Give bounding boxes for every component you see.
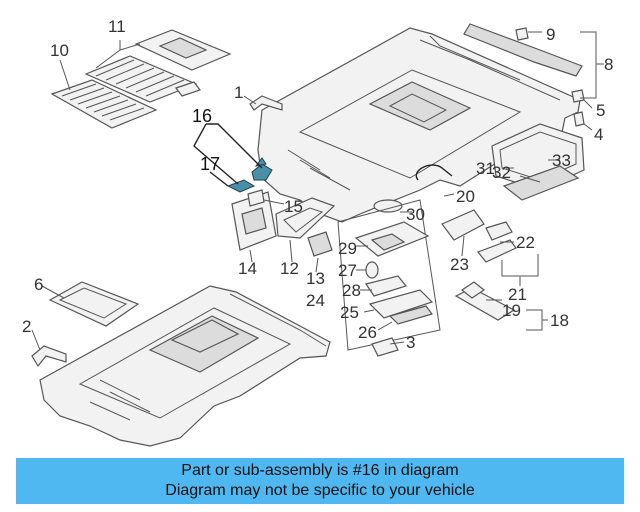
callout-2: 2 xyxy=(22,317,31,336)
grab-handle-20 xyxy=(415,164,453,181)
leader-lines xyxy=(31,31,604,351)
banner-line-1: Part or sub-assembly is #16 in diagram xyxy=(181,462,459,479)
callout-16: 16 xyxy=(192,106,212,126)
callout-23: 23 xyxy=(450,255,469,274)
callout-27: 27 xyxy=(338,261,357,280)
sunroof-glass-6 xyxy=(48,281,140,327)
console-31-33 xyxy=(491,123,585,201)
callout-17: 17 xyxy=(200,154,220,174)
part-30 xyxy=(373,199,403,213)
callout-4: 4 xyxy=(594,125,603,144)
callout-9: 9 xyxy=(546,25,555,44)
banner-line-2: Diagram may not be specific to your vehi… xyxy=(165,482,475,499)
callout-28: 28 xyxy=(342,281,361,300)
callout-5: 5 xyxy=(596,101,605,120)
callout-21: 21 xyxy=(508,285,527,304)
bracket-1 xyxy=(249,95,283,111)
callout-10: 10 xyxy=(50,41,69,60)
panel-10 xyxy=(50,79,158,129)
callout-3: 3 xyxy=(406,333,415,352)
headliner-upper xyxy=(257,27,581,223)
callout-20: 20 xyxy=(456,187,475,206)
callout-22: 22 xyxy=(516,233,535,252)
callout-32: 32 xyxy=(492,163,511,182)
parts-diagram: 11 10 1 16 17 9 8 5 4 31 32 33 20 30 15 … xyxy=(22,17,613,447)
console-box-24 xyxy=(337,199,441,357)
callout-11: 11 xyxy=(108,17,126,36)
callout-18: 18 xyxy=(550,311,569,330)
callout-33: 33 xyxy=(552,151,571,170)
callout-1: 1 xyxy=(234,83,243,102)
highlight-part-17 xyxy=(226,179,256,193)
bracket-2 xyxy=(31,345,67,368)
part-21-22 xyxy=(477,221,517,263)
callout-31: 31 xyxy=(476,159,495,178)
callout-8: 8 xyxy=(604,55,613,74)
panel-11 xyxy=(84,29,232,103)
callout-24: 24 xyxy=(306,291,325,310)
callout-12: 12 xyxy=(280,259,299,278)
callout-15: 15 xyxy=(284,197,303,216)
part-13 xyxy=(307,231,333,257)
part-18-19 xyxy=(454,281,516,321)
part-15 xyxy=(247,189,265,207)
trim-strip xyxy=(463,23,583,77)
callout-13: 13 xyxy=(306,269,325,288)
headliner-lower xyxy=(39,285,331,447)
part-12 xyxy=(275,197,336,239)
callout-30: 30 xyxy=(406,205,425,224)
part-23 xyxy=(441,209,485,241)
callout-29: 29 xyxy=(338,239,357,258)
sun-visor-14 xyxy=(231,191,277,251)
callout-19: 19 xyxy=(502,301,521,320)
info-banner: Part or sub-assembly is #16 in diagram D… xyxy=(16,458,624,504)
callout-6: 6 xyxy=(34,275,43,294)
callout-14: 14 xyxy=(238,259,257,278)
callout-26: 26 xyxy=(358,323,377,342)
callout-labels: 11 10 1 16 17 9 8 5 4 31 32 33 20 30 15 … xyxy=(22,17,613,352)
callout-25: 25 xyxy=(340,303,359,322)
